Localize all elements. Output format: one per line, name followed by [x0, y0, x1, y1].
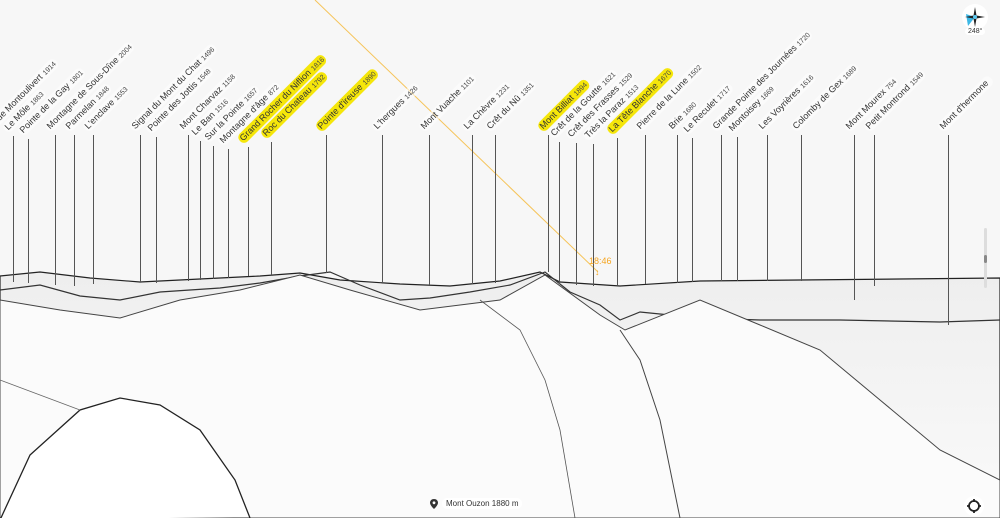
peak-leader-line	[874, 135, 875, 286]
peak-leader-line	[677, 135, 678, 283]
peak-leader-line	[93, 135, 94, 284]
peak-leader-line	[228, 149, 229, 278]
peak-leader-line	[55, 135, 56, 285]
peak-leader-line	[854, 135, 855, 300]
compass-icon	[965, 7, 985, 27]
location-badge[interactable]: Mont Ouzon 1880 m	[430, 498, 523, 509]
recenter-icon	[967, 499, 981, 513]
peak-leader-line	[13, 136, 14, 282]
peak-leader-line	[28, 139, 29, 283]
peak-leader-line	[248, 147, 249, 276]
peak-leader-line	[472, 135, 473, 284]
peak-leader-line	[801, 135, 802, 281]
peak-leader-line	[548, 135, 549, 272]
sun-time-label: 18:46	[589, 256, 612, 266]
peak-leader-line	[200, 141, 201, 280]
peak-leader-line	[617, 138, 618, 285]
peak-leader-line	[140, 135, 141, 282]
peak-leader-line	[737, 137, 738, 281]
map-pin-icon	[430, 498, 438, 509]
heading-readout: 248°	[965, 28, 986, 35]
peak-leader-line	[559, 142, 560, 284]
vertical-scrollbar[interactable]	[984, 228, 987, 288]
peak-leader-line	[576, 143, 577, 285]
peak-leader-line	[74, 135, 75, 286]
scrollbar-thumb[interactable]	[984, 255, 987, 263]
peak-leader-line	[271, 142, 272, 276]
peak-leader-line	[188, 135, 189, 281]
peak-leader-line	[721, 135, 722, 281]
peak-leader-line	[593, 144, 594, 286]
recenter-button[interactable]	[964, 496, 984, 516]
peak-leader-line	[382, 135, 383, 282]
peak-leader-line	[326, 135, 327, 273]
sun-arrow-icon: ↓	[595, 267, 600, 277]
peak-leader-line	[948, 135, 949, 325]
sun-direction-line	[314, 0, 599, 273]
peak-leader-line	[692, 138, 693, 282]
peak-leader-line	[767, 135, 768, 281]
peak-leader-line	[429, 135, 430, 285]
peak-leader-line	[156, 137, 157, 283]
location-label: Mont Ouzon 1880 m	[442, 498, 523, 509]
peak-leader-line	[645, 135, 646, 284]
compass-button[interactable]	[962, 4, 988, 30]
peak-leader-line	[213, 146, 214, 279]
peak-leader-line	[495, 135, 496, 283]
